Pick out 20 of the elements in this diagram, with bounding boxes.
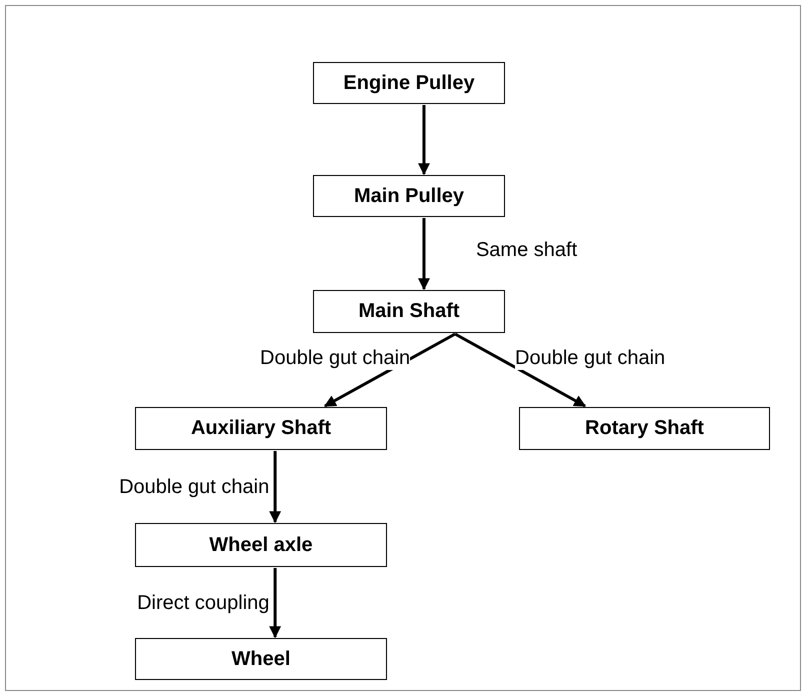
node-label: Wheel [232, 648, 290, 670]
node-label: Main Pulley [354, 184, 464, 208]
process-box [135, 638, 387, 680]
node-label: Main Shaft [358, 300, 460, 323]
node-label: Rotary Shaft [585, 417, 704, 440]
process-box [135, 407, 387, 450]
node-label: Wheel axle [209, 534, 313, 556]
process-box [519, 407, 770, 450]
process-box [313, 175, 505, 217]
arrow [418, 105, 430, 176]
arrow [418, 218, 430, 290]
node-label: Engine Pulley [343, 72, 475, 94]
process-box [135, 523, 387, 567]
arrow [269, 451, 282, 524]
node-label: Auxiliary Shaft [190, 417, 332, 440]
arrow [324, 332, 456, 408]
process-box [313, 290, 505, 333]
arrow [454, 332, 586, 408]
process-box [313, 62, 505, 104]
arrow [269, 568, 282, 638]
